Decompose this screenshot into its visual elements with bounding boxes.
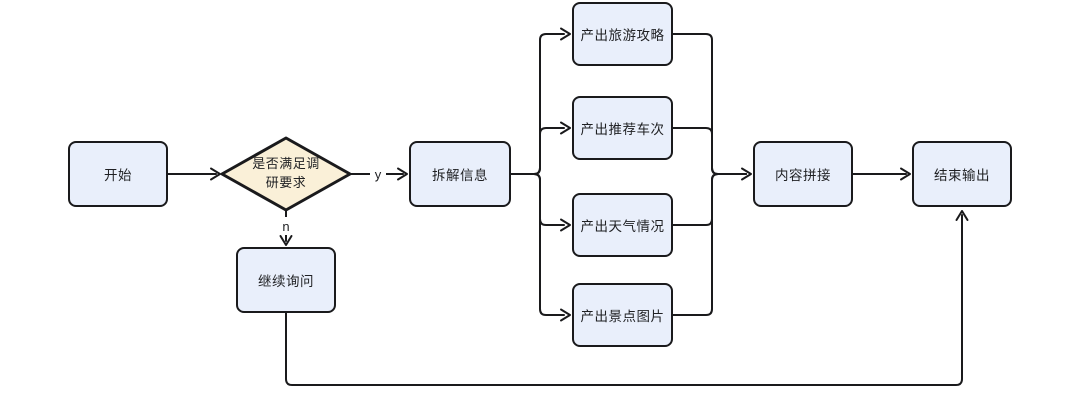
- edge-continue-end-feedback: [285, 214, 963, 386]
- node-decision-label: 是否满足调 研要求: [246, 150, 326, 198]
- edge-split-photos: [510, 173, 565, 316]
- edge-merge-train: [672, 127, 747, 175]
- edge-split-guide: [510, 33, 565, 175]
- decision-label-line-2: 研要求: [265, 175, 307, 190]
- node-branch-weather: 产出天气情况: [572, 193, 673, 257]
- node-decompose: 拆解信息: [409, 141, 511, 207]
- node-end: 结束输出: [912, 141, 1012, 207]
- node-concat-label: 内容拼接: [775, 168, 831, 183]
- node-continue-ask: 继续询问: [236, 247, 336, 313]
- edge-merge-photos: [672, 173, 747, 316]
- arrowhead-decision-decompose: [397, 167, 408, 181]
- node-decision-shape: [220, 136, 352, 212]
- edge-label-no: n: [278, 217, 294, 235]
- node-branch-photos: 产出景点图片: [572, 283, 673, 347]
- arrowhead-merge-concat: [741, 167, 752, 181]
- arrowhead-split-guide: [560, 27, 571, 41]
- node-branch-guide: 产出旅游攻略: [572, 2, 673, 66]
- edge-merge-guide: [672, 33, 747, 175]
- node-start: 开始: [68, 141, 168, 207]
- edge-merge-weather: [672, 173, 747, 226]
- node-branch-photos-label: 产出景点图片: [580, 309, 665, 324]
- arrowhead-decision-continue: [279, 235, 293, 246]
- node-decompose-label: 拆解信息: [432, 168, 488, 183]
- arrowhead-continue-end: [955, 210, 969, 221]
- arrowhead-concat-end: [900, 167, 911, 181]
- node-continue-ask-label: 继续询问: [258, 274, 314, 289]
- edge-label-yes: y: [370, 165, 386, 183]
- arrowhead-split-train: [560, 121, 571, 135]
- node-branch-weather-label: 产出天气情况: [580, 219, 665, 234]
- node-branch-guide-label: 产出旅游攻略: [580, 28, 665, 43]
- node-start-label: 开始: [104, 168, 132, 183]
- node-branch-train: 产出推荐车次: [572, 96, 673, 160]
- arrowhead-start-decision: [210, 167, 221, 181]
- edge-split-weather: [510, 173, 565, 226]
- arrowhead-split-photos: [560, 308, 571, 322]
- decision-label-line-1: 是否满足调: [252, 156, 320, 172]
- arrowhead-split-weather: [560, 218, 571, 232]
- edge-split-train: [510, 127, 565, 175]
- node-branch-train-label: 产出推荐车次: [580, 122, 665, 137]
- node-concat: 内容拼接: [753, 141, 853, 207]
- node-end-label: 结束输出: [934, 168, 990, 183]
